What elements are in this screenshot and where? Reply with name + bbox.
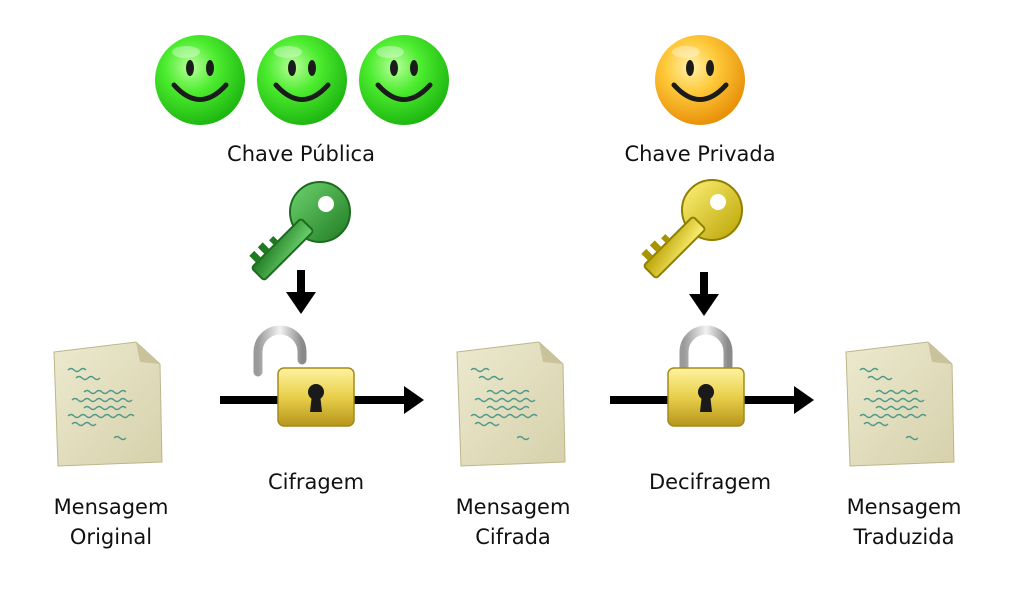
private-key-down-arrow: [689, 272, 719, 316]
private-key-icon: [641, 179, 743, 279]
translated-message-label-line1: Mensagem: [846, 495, 962, 519]
decryption-label: Decifragem: [648, 470, 772, 494]
encryption-label: Cifragem: [267, 470, 365, 494]
cipher-message-label-line2: Cifrada: [475, 525, 551, 549]
private-user-smiley-icon: [655, 35, 745, 125]
public-key-down-arrow: [286, 270, 316, 314]
translated-message-document-icon: [845, 341, 955, 467]
original-message-label-line2: Original: [69, 525, 153, 549]
original-message-document-icon: [53, 341, 163, 467]
original-message-label-line1: Mensagem: [53, 495, 169, 519]
closed-padlock-icon: [667, 325, 745, 427]
translated-message-label-line2: Traduzida: [853, 525, 955, 549]
cipher-message-label-line1: Mensagem: [455, 495, 571, 519]
cipher-message-document-icon: [456, 341, 566, 467]
open-padlock-icon: [253, 325, 355, 427]
public-user-3-smiley-icon: [359, 35, 449, 125]
public-key-label: Chave Pública: [227, 142, 375, 166]
private-key-label: Chave Privada: [624, 142, 776, 166]
public-key-icon: [249, 181, 351, 281]
public-user-1-smiley-icon: [155, 35, 245, 125]
public-user-2-smiley-icon: [257, 35, 347, 125]
